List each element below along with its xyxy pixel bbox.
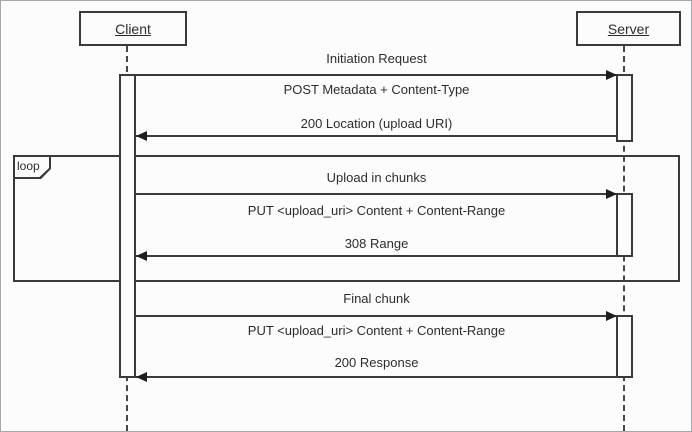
request-arrowhead-1-icon xyxy=(606,70,617,80)
section-label-upload-in-chunks: Upload in chunks xyxy=(326,170,427,185)
actor-box-server: Server xyxy=(576,11,681,46)
response-line-3 xyxy=(136,376,617,378)
request-line-2 xyxy=(135,193,617,195)
response-line-2 xyxy=(136,255,617,257)
actor-box-client: Client xyxy=(79,11,187,46)
response-label-1: 200 Location (upload URI) xyxy=(300,116,453,131)
request-line-3 xyxy=(135,315,617,317)
response-label-3: 200 Response xyxy=(334,355,419,370)
section-label-initiation-request: Initiation Request xyxy=(326,51,427,66)
section-label-final-chunk: Final chunk xyxy=(343,291,410,306)
server-activation-bar-2 xyxy=(616,193,633,257)
request-arrowhead-3-icon xyxy=(606,311,617,321)
loop-tag-label: loop xyxy=(17,159,40,173)
response-label-2: 308 Range xyxy=(344,236,409,251)
request-line-1 xyxy=(135,74,617,76)
loop-tag-fill xyxy=(15,157,49,177)
response-arrowhead-1-icon xyxy=(136,131,147,141)
client-activation-bar xyxy=(119,74,136,378)
response-line-1 xyxy=(136,135,617,137)
response-arrowhead-3-icon xyxy=(136,372,147,382)
request-label-2: PUT <upload_uri> Content + Content-Range xyxy=(247,203,506,218)
request-label-1: POST Metadata + Content-Type xyxy=(283,82,470,97)
loop-fragment-frame xyxy=(13,155,680,282)
server-activation-bar-1 xyxy=(616,74,633,142)
server-activation-bar-3 xyxy=(616,315,633,378)
request-label-3: PUT <upload_uri> Content + Content-Range xyxy=(247,323,506,338)
response-arrowhead-2-icon xyxy=(136,251,147,261)
actor-label-client: Client xyxy=(115,20,151,37)
actor-label-server: Server xyxy=(607,20,650,37)
request-arrowhead-2-icon xyxy=(606,189,617,199)
